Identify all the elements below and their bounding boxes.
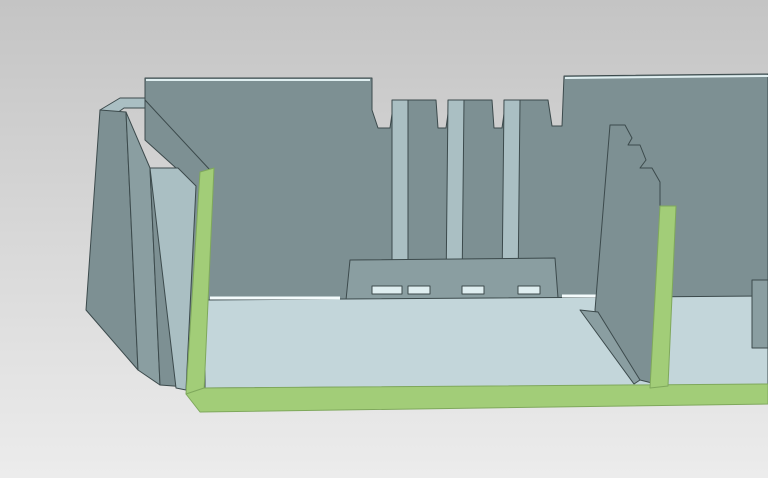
- boss-cylinder: [751, 279, 768, 349]
- partition-side: [579, 309, 641, 385]
- slot-highlight: [371, 285, 403, 295]
- section-cut-partition: [649, 205, 677, 389]
- section-cut-bottom: [185, 383, 768, 413]
- floor: [204, 295, 768, 389]
- back-wall-top-edge-right: [564, 75, 768, 79]
- slot-highlight: [517, 285, 541, 295]
- comb-ribs: [345, 99, 559, 301]
- left-inner-ledge: [149, 167, 197, 391]
- slot-highlight: [407, 285, 431, 295]
- housing-model[interactable]: [85, 73, 768, 413]
- slot-highlight: [461, 285, 485, 295]
